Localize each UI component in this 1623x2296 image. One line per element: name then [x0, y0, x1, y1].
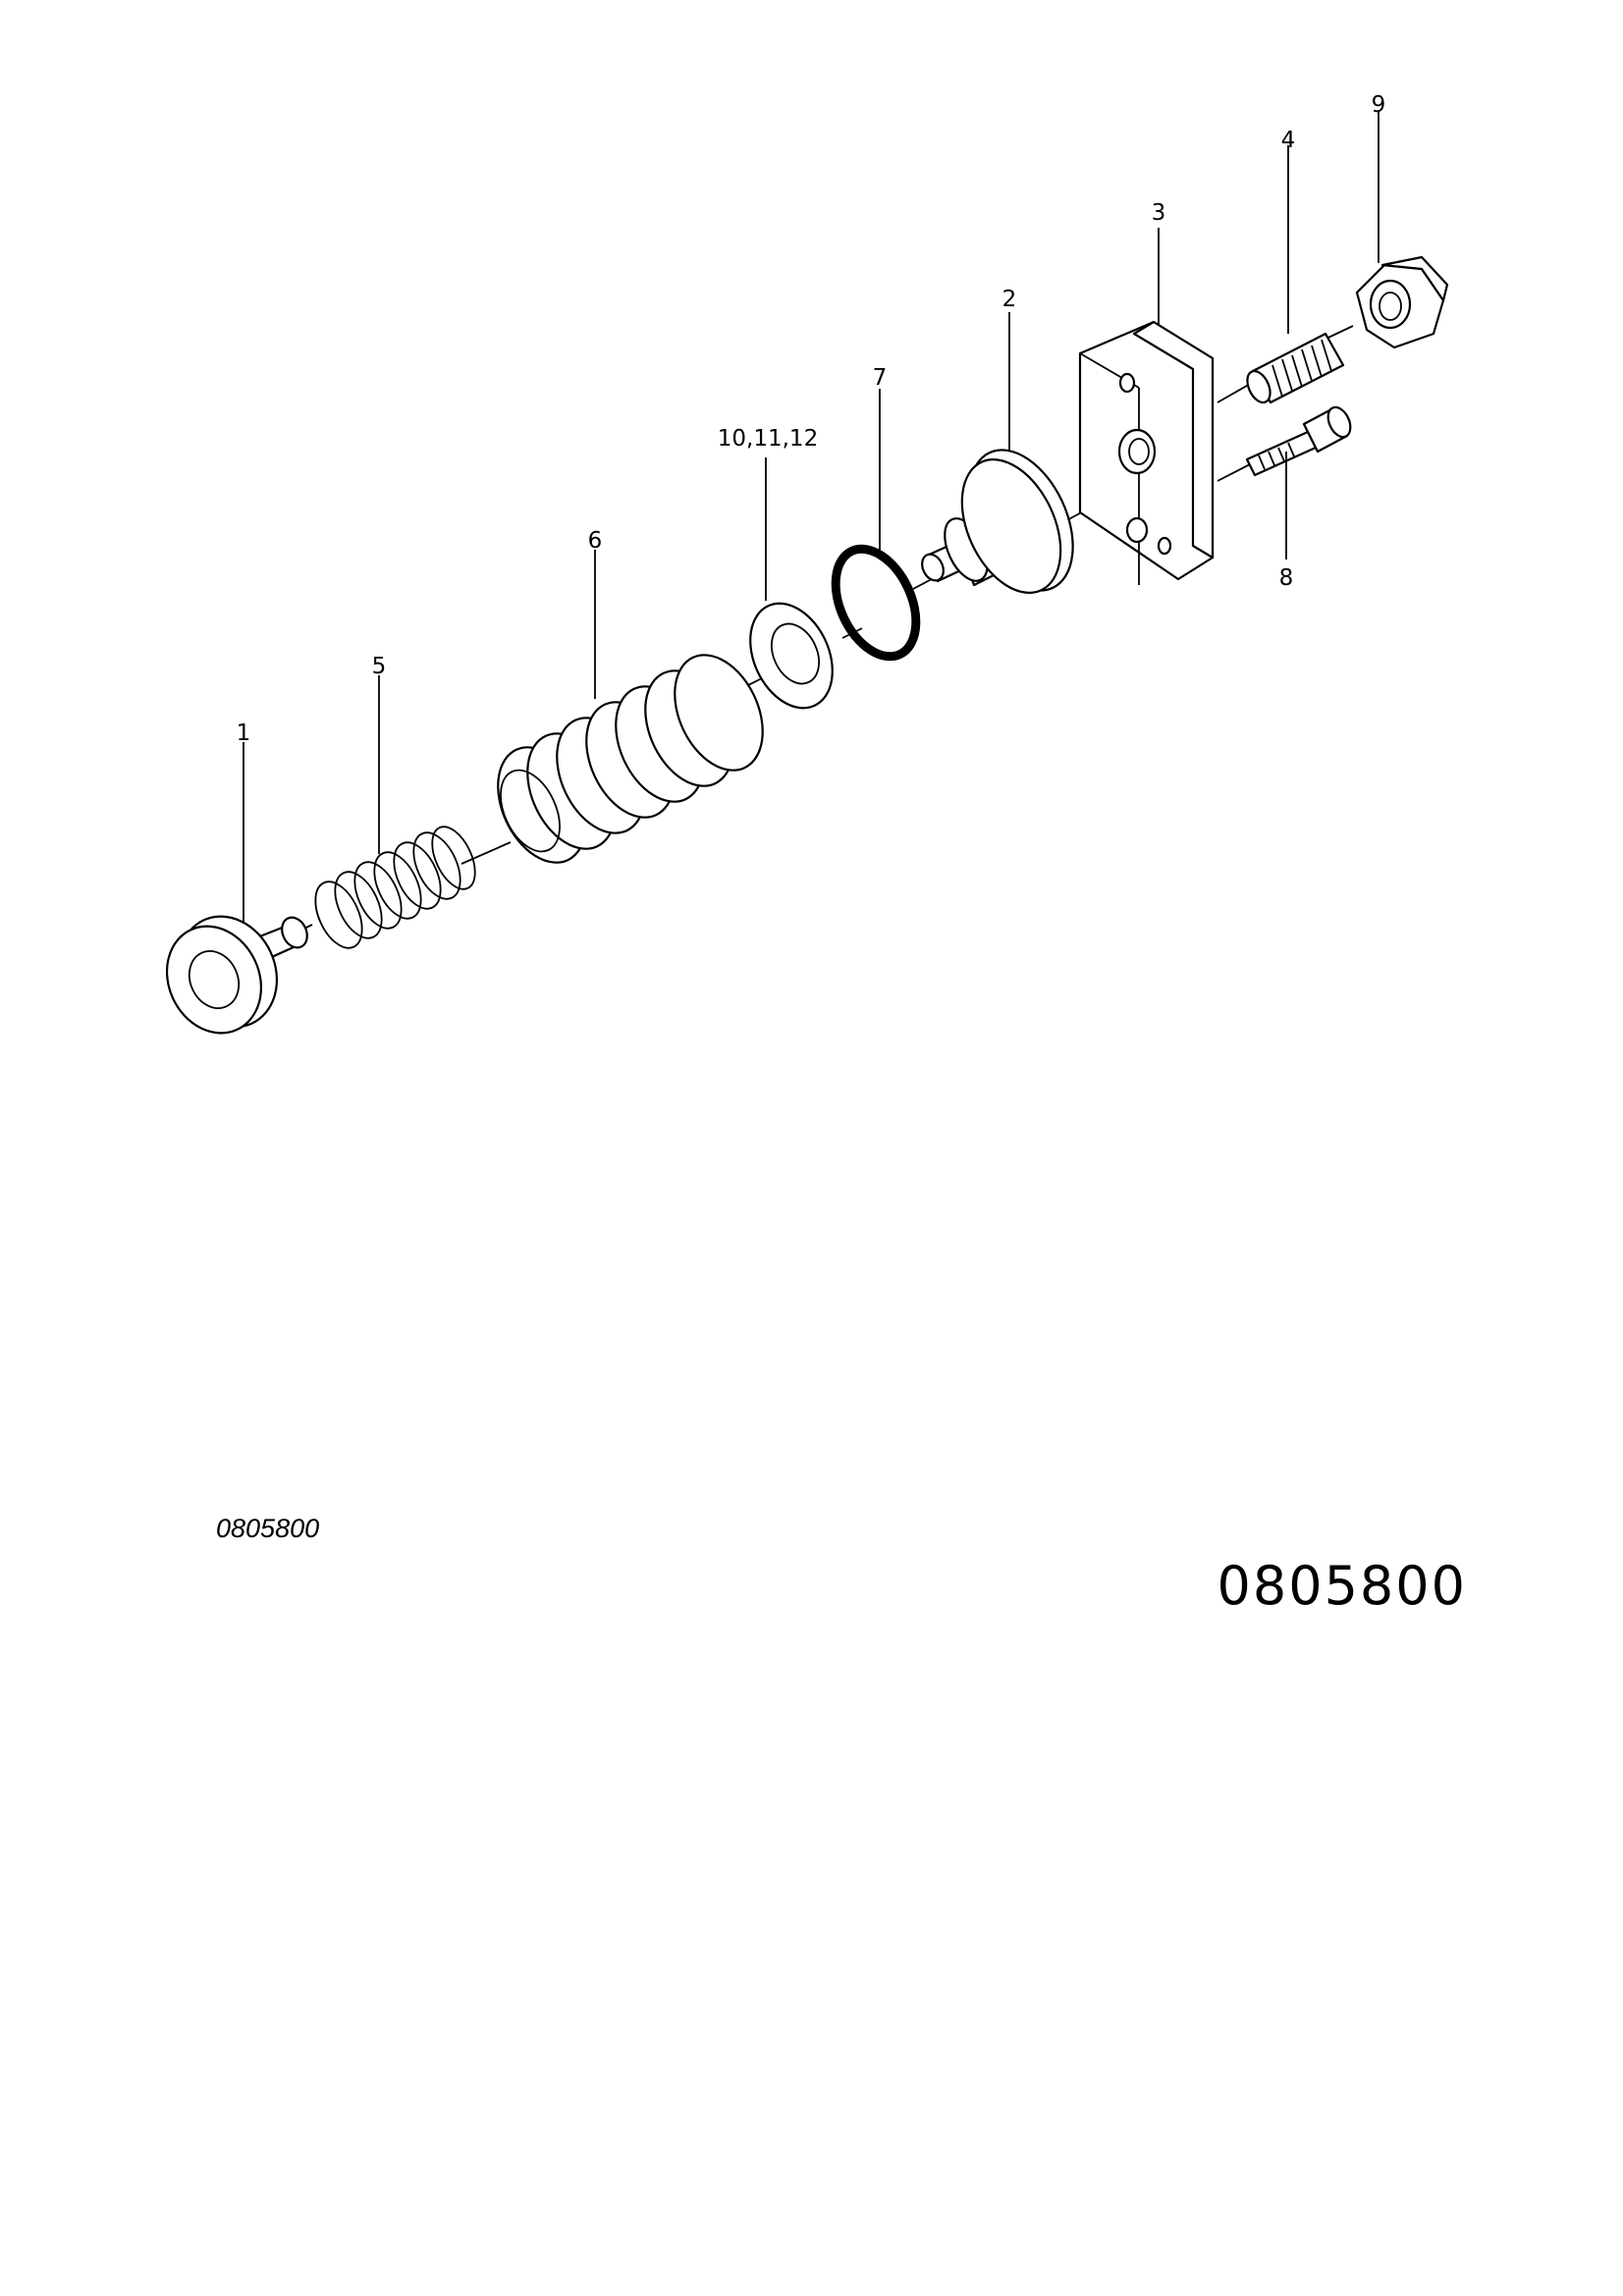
part-6-main-spring	[497, 654, 764, 864]
callout-labels: 1 5 6 10,11,12 7 2 3 4 9 8	[237, 92, 1386, 746]
callout-6: 6	[588, 528, 603, 554]
callout-4: 4	[1281, 128, 1296, 153]
part-5-inner-spring	[314, 826, 476, 949]
part-3-mounting-plate	[1078, 320, 1215, 585]
drawing-number-large: 0805800	[1217, 1555, 1468, 1617]
part-8-cap-screw	[1245, 405, 1352, 477]
part-9-hex-nut	[1355, 255, 1449, 349]
part-4-set-screw	[1246, 332, 1345, 404]
callout-5: 5	[372, 654, 387, 679]
drawing-number-small: 0805800	[216, 1514, 319, 1543]
callout-7: 7	[873, 365, 888, 391]
callout-3: 3	[1152, 200, 1166, 226]
callout-10-11-12: 10,11,12	[718, 426, 818, 452]
part-1-poppet	[165, 915, 308, 1035]
part-10-11-12-shim	[749, 602, 834, 710]
callout-2: 2	[1002, 287, 1017, 312]
part-7-o-ring	[831, 544, 921, 662]
callout-8: 8	[1279, 565, 1294, 591]
callout-9: 9	[1372, 92, 1386, 118]
leader-lines	[243, 110, 1380, 923]
part-2-valve-seat	[921, 449, 1074, 594]
callout-1: 1	[237, 721, 251, 746]
